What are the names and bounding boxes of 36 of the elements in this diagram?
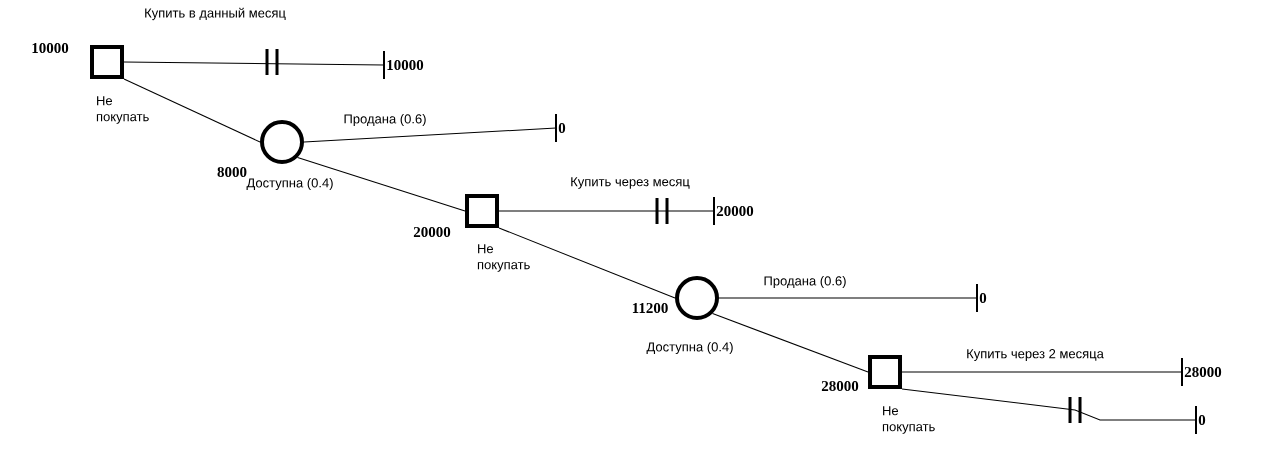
terminal-outcome: 28000 bbox=[1181, 357, 1222, 387]
branch-line bbox=[123, 49, 385, 75]
branch-line bbox=[901, 371, 1183, 373]
edge-label: Не покупать bbox=[476, 243, 534, 273]
branch-line bbox=[303, 127, 557, 143]
branch-line bbox=[718, 297, 978, 299]
branch-line bbox=[498, 227, 676, 299]
node-value: 10000 bbox=[32, 42, 69, 54]
decision-square bbox=[868, 355, 902, 389]
branch-line bbox=[123, 78, 261, 143]
edge-label: Купить через месяц bbox=[569, 176, 691, 190]
edge-label: Не покупать bbox=[881, 405, 939, 435]
branch-line bbox=[297, 157, 466, 212]
edge-label: Доступна (0.4) bbox=[245, 176, 335, 192]
edge-label: Доступна (0.4) bbox=[645, 340, 735, 356]
decision-square bbox=[90, 45, 124, 79]
terminal-outcome: 0 bbox=[1195, 405, 1206, 435]
branch-line bbox=[498, 198, 715, 224]
terminal-outcome: 10000 bbox=[383, 50, 424, 80]
node-value: 28000 bbox=[821, 380, 859, 392]
edge-label: Не покупать bbox=[95, 95, 153, 125]
branch-line bbox=[901, 388, 1197, 423]
terminal-outcome: 0 bbox=[976, 283, 987, 313]
node-value: 8000 bbox=[217, 166, 247, 178]
chance-circle bbox=[260, 120, 304, 164]
node-value: 11200 bbox=[632, 302, 668, 314]
decision-square bbox=[465, 194, 499, 228]
terminal-outcome: 20000 bbox=[713, 196, 754, 226]
terminal-outcome: 0 bbox=[555, 113, 566, 143]
edge-label: Купить в данный месяц bbox=[143, 6, 287, 22]
branch-line bbox=[712, 313, 869, 373]
chance-circle bbox=[675, 276, 719, 320]
edge-label: Купить через 2 месяца bbox=[965, 348, 1105, 362]
node-value: 20000 bbox=[413, 226, 451, 238]
edge-label: Продана (0.6) bbox=[762, 274, 848, 290]
edge-label: Продана (0.6) bbox=[342, 112, 428, 128]
